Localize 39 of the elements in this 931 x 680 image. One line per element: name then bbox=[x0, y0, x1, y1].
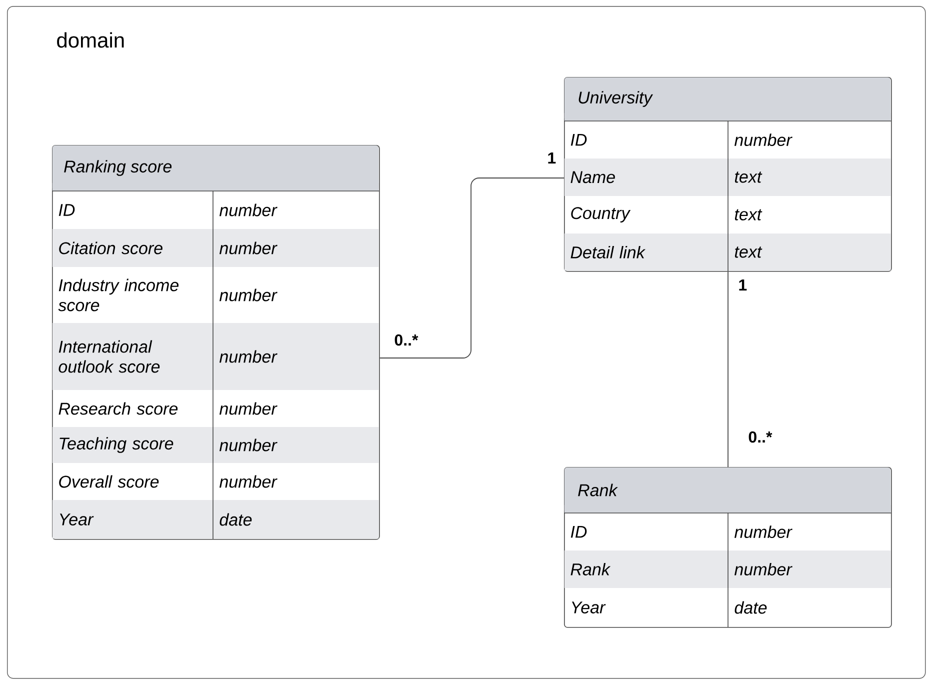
table-cell: Research score bbox=[58, 402, 178, 415]
table-cell: text bbox=[734, 172, 762, 183]
connector-line bbox=[379, 178, 564, 358]
table-cell: text bbox=[734, 246, 762, 258]
table-cell: Year bbox=[572, 602, 606, 614]
table-cell: Citation score bbox=[59, 242, 162, 254]
table-cell: Country bbox=[571, 207, 631, 222]
table-cell: number bbox=[219, 475, 278, 488]
table-cell: number bbox=[734, 562, 792, 576]
table-cell: Overall score bbox=[59, 475, 159, 488]
table-cell: date bbox=[220, 513, 252, 526]
table-cell: Name bbox=[570, 171, 615, 184]
multiplicity-label: 1 bbox=[739, 280, 747, 290]
table-cell: number bbox=[219, 242, 278, 254]
table-cell: text bbox=[734, 209, 762, 220]
table-cell: ID bbox=[570, 526, 587, 538]
table-cell: International outlook score bbox=[58, 340, 160, 373]
table-cell: Teaching score bbox=[60, 437, 174, 453]
table-cell: number bbox=[219, 438, 278, 452]
table-cell: Detail link bbox=[570, 246, 646, 258]
table-header: Ranking score bbox=[52, 145, 379, 191]
table-cell: Rank bbox=[570, 562, 611, 576]
table-cell: number bbox=[219, 204, 278, 216]
table-header: University bbox=[564, 77, 891, 121]
frame-label: domain bbox=[57, 32, 124, 48]
multiplicity-label: 0..* bbox=[394, 334, 418, 346]
table-cell: number bbox=[734, 134, 792, 146]
table-header: Rank bbox=[564, 467, 891, 513]
table-cell: Industry income score bbox=[58, 278, 178, 312]
table-cell: Year bbox=[60, 514, 94, 526]
table-cell: number bbox=[219, 288, 278, 302]
multiplicity-label: 1 bbox=[548, 152, 556, 164]
table-cell: ID bbox=[58, 204, 75, 216]
table-cell: number bbox=[734, 526, 792, 538]
table-cell: date bbox=[734, 601, 767, 614]
table-cell: number bbox=[219, 350, 278, 363]
table-cell: number bbox=[219, 402, 278, 415]
multiplicity-label: 0..* bbox=[748, 431, 772, 443]
table-cell: ID bbox=[570, 134, 587, 146]
